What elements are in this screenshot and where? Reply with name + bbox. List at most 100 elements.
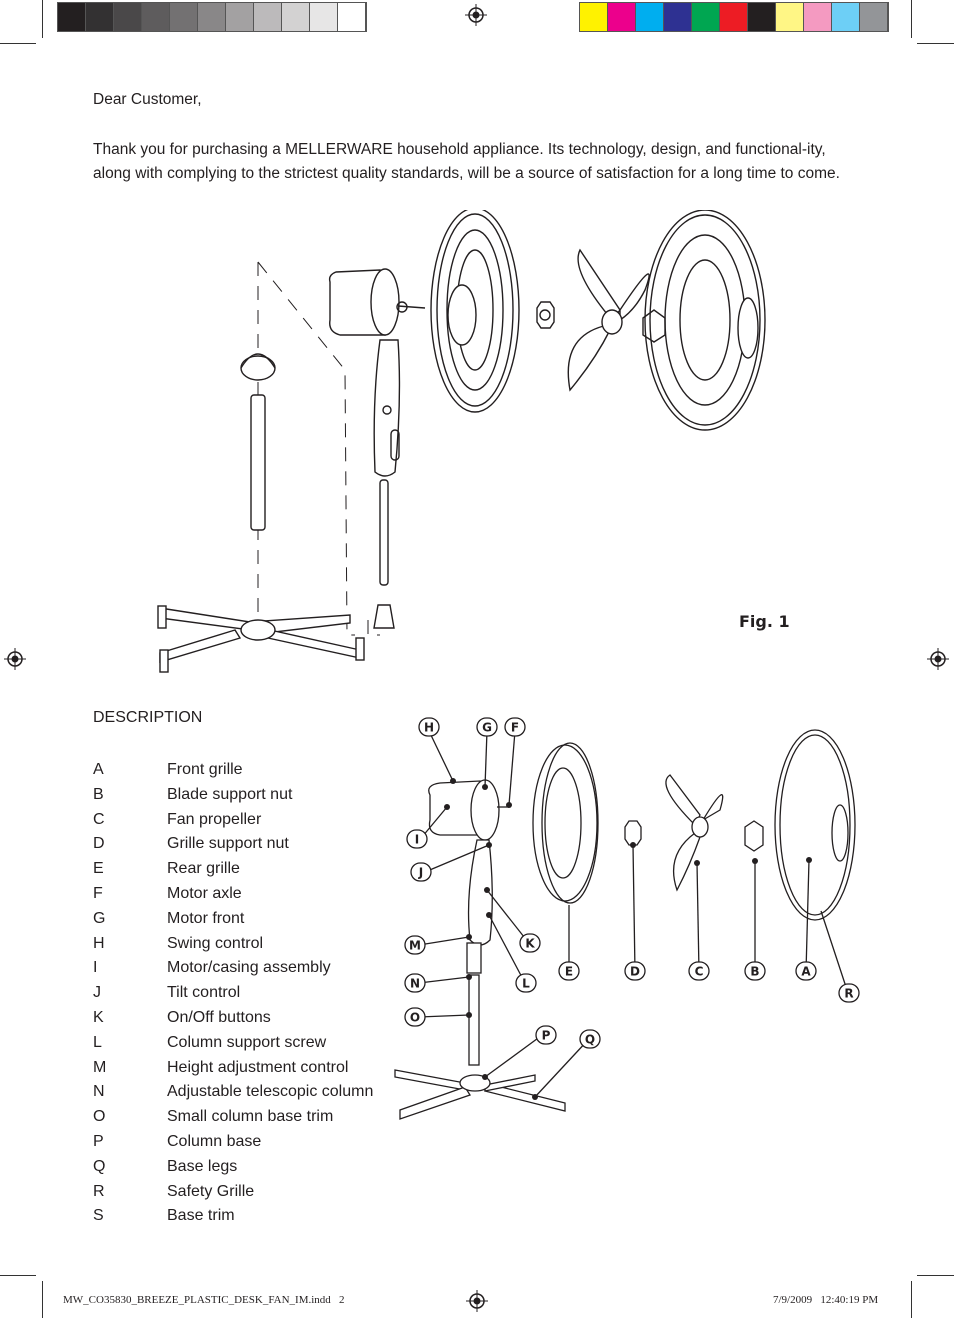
part-label: On/Off buttons [167,1009,271,1026]
part-label: Column base [167,1133,262,1150]
color-swatch [58,3,86,31]
part-label: Column support screw [167,1033,327,1051]
part-letter: L [93,1033,102,1051]
part-letter: D [93,835,105,853]
svg-text:B: B [750,965,759,979]
color-swatch [748,3,776,31]
callout-b: B [744,961,766,981]
figure-label: Fig. 1 [739,612,790,631]
color-swatch [692,3,720,31]
color-swatch [170,3,198,31]
callout-e: E [558,961,580,981]
color-swatch [636,3,664,31]
svg-text:I: I [415,833,419,847]
part-letter: E [93,860,104,878]
part-letter: H [93,934,105,952]
part-letter: Q [93,1157,106,1175]
svg-text:F: F [511,721,519,735]
color-swatch [114,3,142,31]
svg-text:K: K [525,937,535,951]
color-swatch [832,3,860,31]
color-swatch [720,3,748,31]
part-label: Small column base trim [167,1108,334,1126]
part-label: Adjustable telescopic column [167,1083,374,1101]
part-letter: A [93,761,104,778]
callout-p: P [535,1025,557,1045]
color-swatch [198,3,226,31]
registration-mark-icon [4,648,26,670]
part-letter: P [93,1133,104,1150]
svg-text:L: L [522,977,530,991]
process-color-bar [579,2,889,32]
part-label: Fan propeller [167,810,262,828]
part-letter: O [93,1108,106,1126]
callout-a: A [795,961,817,981]
footer-timestamp: 7/9/2009 12:40:19 PM [773,1294,879,1306]
part-letter: J [93,984,101,1002]
part-label: Base legs [167,1157,238,1175]
color-swatch [580,3,608,31]
part-letter: M [93,1058,107,1076]
part-letter: I [93,959,98,977]
part-label: Rear grille [167,860,240,878]
crop-mark [911,0,912,38]
greeting: Dear Customer, [93,91,202,108]
svg-text:J: J [418,866,423,880]
callout-m: M [404,935,426,955]
svg-text:P: P [542,1029,551,1043]
registration-mark-icon [927,648,949,670]
part-label: Safety Grille [167,1182,255,1200]
callout-i: I [406,829,428,849]
part-label: Front grille [167,761,243,778]
crop-mark [42,1281,43,1318]
callout-n: N [404,973,426,993]
part-letter: B [93,785,104,803]
part-label: Swing control [167,934,264,952]
svg-text:A: A [801,965,811,979]
svg-text:N: N [410,977,420,991]
callout-f: F [504,717,526,737]
part-label: Blade support nut [167,785,293,803]
svg-text:E: E [565,965,573,979]
crop-mark [917,43,954,44]
color-swatch [776,3,804,31]
part-label: Base trim [167,1207,235,1225]
part-letter: F [93,885,103,902]
callout-j: J [410,862,432,882]
svg-text:D: D [630,965,640,979]
callout-q: Q [579,1029,601,1049]
svg-text:Q: Q [585,1033,595,1047]
crop-mark [0,43,36,44]
color-swatch [86,3,114,31]
registration-mark-icon [465,4,487,26]
svg-text:C: C [695,965,704,979]
callout-h: H [418,717,440,737]
callout-c: C [688,961,710,981]
description-heading: DESCRIPTION [93,709,203,726]
footer-filename: MW_CO35830_BREEZE_PLASTIC_DESK_FAN_IM.in… [63,1294,345,1306]
color-swatch [282,3,310,31]
part-letter: S [93,1207,104,1225]
crop-mark [917,1275,954,1276]
callout-l: L [515,973,537,993]
svg-text:M: M [409,939,421,953]
callout-o: O [404,1007,426,1027]
part-label: Motor axle [167,885,242,902]
part-letter: K [93,1009,104,1026]
part-label: Motor front [167,909,245,927]
crop-mark [911,1281,912,1318]
part-letter: N [93,1083,105,1101]
color-swatch [226,3,254,31]
color-swatch [310,3,338,31]
part-label: Tilt control [167,984,241,1002]
part-letter: R [93,1182,105,1200]
color-swatch [664,3,692,31]
color-swatch [142,3,170,31]
color-swatch [338,3,366,31]
registration-mark-icon [466,1290,488,1312]
svg-text:O: O [410,1011,420,1025]
color-swatch [254,3,282,31]
exploded-fan-illustration [157,210,766,673]
svg-text:G: G [482,721,492,735]
